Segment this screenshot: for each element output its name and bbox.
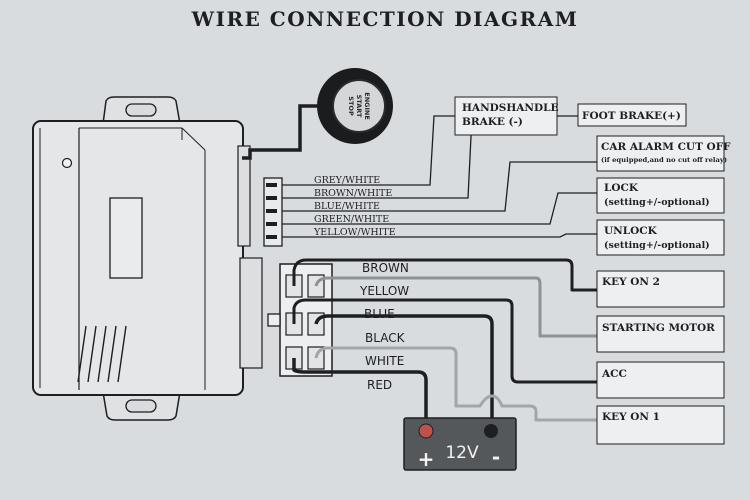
wire-yellow bbox=[314, 276, 600, 338]
unlock-label-line1: UNLOCK bbox=[604, 225, 658, 237]
battery-minus-sign: - bbox=[492, 445, 500, 469]
wire-label-yellow: YELLOW bbox=[359, 284, 409, 298]
wire-black bbox=[314, 314, 494, 426]
battery-positive-terminal bbox=[418, 423, 434, 439]
starting-motor-label: STARTING MOTOR bbox=[602, 322, 715, 334]
control-module bbox=[32, 96, 263, 421]
wire-blue bbox=[292, 298, 600, 384]
box-acc bbox=[596, 361, 725, 399]
wire-label-brown-white: BROWN/WHITE bbox=[314, 188, 392, 199]
box-unlock bbox=[596, 219, 725, 256]
box-key-on-2 bbox=[596, 270, 725, 308]
unlock-label-line2: (setting+/-optional) bbox=[604, 240, 710, 251]
wire-label-white: WHITE bbox=[365, 354, 404, 368]
wire-blue-white bbox=[282, 161, 598, 212]
handbrake-label-line2: BRAKE (-) bbox=[462, 116, 523, 128]
wire-label-red: RED bbox=[367, 378, 392, 392]
box-foot-brake bbox=[577, 103, 687, 127]
wire-red bbox=[292, 358, 428, 428]
button-face bbox=[332, 79, 386, 133]
key-on-1-label: KEY ON 1 bbox=[602, 411, 660, 423]
label-window bbox=[109, 197, 143, 279]
battery-plus-sign: + bbox=[418, 447, 435, 471]
box-handbrake bbox=[454, 96, 558, 136]
mount-slot-top bbox=[125, 103, 157, 117]
wire-label-grey-white: GREY/WHITE bbox=[314, 175, 380, 186]
battery: + 12V - bbox=[403, 417, 517, 471]
wire-white bbox=[314, 346, 600, 422]
wire-label-black: BLACK bbox=[365, 331, 406, 345]
lower-connector bbox=[267, 263, 333, 377]
wire-brown bbox=[292, 258, 600, 292]
car-alarm-label-line2: (if equipped,and no cut off relay) bbox=[601, 156, 727, 164]
upper-connector bbox=[263, 177, 283, 247]
lock-label-line1: LOCK bbox=[604, 182, 639, 194]
engine-start-stop-button: ENGINE START STOP bbox=[317, 68, 393, 144]
box-key-on-1 bbox=[596, 405, 725, 445]
button-text-start: START bbox=[355, 95, 363, 118]
button-text-engine: ENGINE bbox=[363, 92, 371, 120]
button-cable bbox=[242, 104, 318, 160]
battery-negative-terminal bbox=[484, 424, 498, 438]
wire-yellow-white bbox=[282, 233, 598, 238]
foot-brake-label: FOOT BRAKE(+) bbox=[582, 110, 681, 122]
wire-label-yellow-white: YELLOW/WHITE bbox=[313, 227, 396, 238]
key-on-2-label: KEY ON 2 bbox=[602, 276, 660, 288]
handbrake-label-line1: HANDSHANDLE bbox=[462, 102, 559, 114]
battery-voltage: 12V bbox=[445, 443, 479, 463]
box-starting-motor bbox=[596, 315, 725, 353]
car-alarm-label-line1: CAR ALARM CUT OFF bbox=[601, 141, 731, 153]
box-car-alarm bbox=[596, 135, 725, 172]
wire-label-brown: BROWN bbox=[362, 261, 409, 275]
wire-grey-white bbox=[282, 115, 456, 186]
wire-label-green-white: GREEN/WHITE bbox=[314, 214, 389, 225]
acc-label: ACC bbox=[601, 368, 627, 380]
lock-label-line2: (setting+/-optional) bbox=[604, 197, 710, 208]
box-lock bbox=[596, 177, 725, 214]
wire-label-blue-white: BLUE/WHITE bbox=[314, 201, 380, 212]
wire-label-blue: BLUE bbox=[364, 307, 395, 321]
wire-green-white bbox=[282, 192, 598, 225]
mount-slot-bottom bbox=[125, 399, 157, 413]
button-text-stop: STOP bbox=[347, 96, 355, 116]
vent-slots bbox=[77, 325, 127, 383]
diagram-title: WIRE CONNECTION DIAGRAM bbox=[191, 7, 579, 31]
led-indicator bbox=[61, 157, 73, 169]
